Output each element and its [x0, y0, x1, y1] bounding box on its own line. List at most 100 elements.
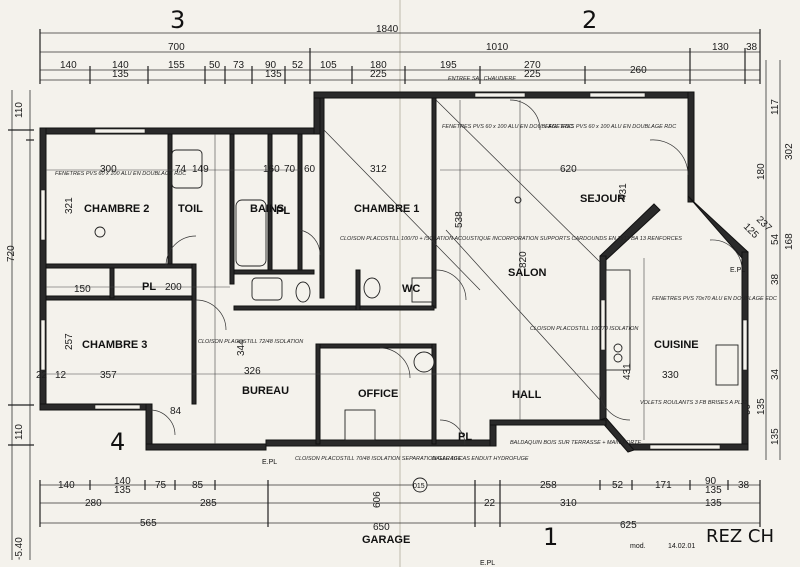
- dim-right-7: 38: [770, 273, 781, 285]
- idim-4: 70: [284, 164, 296, 175]
- dim-b1b-0: 135: [114, 485, 131, 496]
- interior-dimension-lines: [46, 100, 688, 444]
- dim-b2-0: 280: [85, 498, 102, 509]
- wc-sink-icon: [411, 277, 433, 303]
- dim-top-1: 700: [168, 42, 185, 53]
- kitchen-counter: [605, 269, 631, 371]
- dim-r2b-3: 225: [370, 69, 387, 80]
- dim-right-1: 180: [756, 163, 767, 180]
- mod-date: 14.02.01: [668, 543, 695, 550]
- room-pl3: PL: [458, 431, 472, 443]
- dim-r2-3: 50: [209, 60, 221, 71]
- note-cloison1: CLOISON PLACOSTILL 100/70 ISOLATION: [530, 326, 638, 332]
- note-fenetres3: FENETRES PVS 60 x 100 ALU EN DOUBLAGE RD…: [55, 171, 186, 177]
- note-code: 015: [413, 483, 425, 490]
- dim-b2-3: 310: [560, 498, 577, 509]
- outlet-icon: [94, 226, 106, 238]
- room-hall: HALL: [512, 389, 542, 401]
- dim-right-0: 117: [770, 99, 781, 115]
- note-cloison4: CLOISON PLACOSTILL 70/48 ISOLATION SEPAR…: [295, 456, 462, 462]
- dim-b3-0: 565: [140, 518, 157, 529]
- shower-icon: [171, 149, 203, 189]
- dim-right-11: 135: [770, 428, 781, 445]
- idim-3: 160: [263, 164, 280, 175]
- dim-b1-5: 52: [612, 480, 624, 491]
- dim-left-total: 720: [6, 245, 17, 262]
- mod-label: mod.: [630, 543, 646, 550]
- label-epl-3: E.PL: [730, 267, 745, 274]
- idim-33: 22: [36, 370, 48, 381]
- room-office: OFFICE: [358, 388, 398, 400]
- idim-5: 60: [304, 164, 316, 175]
- dim-b1b-1: 135: [705, 485, 722, 496]
- hob-icon: [613, 343, 623, 353]
- room-garage: GARAGE: [362, 534, 410, 546]
- dim-b1-1: 140: [114, 476, 131, 487]
- bottom-dimension-chain: 140 140 135 75 85 258 52 171 90 135 38 2…: [39, 476, 761, 533]
- construction-notes: ENTREE SAL CHAUDIERE FENETRES PVS 60 x 1…: [55, 76, 777, 490]
- manhole-icon: [412, 477, 428, 493]
- idim-24: 357: [100, 370, 117, 381]
- dim-b2-5: 625: [620, 520, 637, 531]
- idim-26: 12: [55, 370, 67, 381]
- door-swings: [149, 99, 743, 446]
- dim-right-6: 54: [770, 233, 781, 245]
- top-dimension-chain: 1840 700 1010 130 38 140 140 155 50 73 9…: [39, 24, 761, 84]
- dim-r2-10: 270: [524, 60, 541, 71]
- dim-b2-4: 135: [705, 498, 722, 509]
- idim-27: 84: [170, 406, 182, 417]
- dim-r2-1: 140: [112, 60, 129, 71]
- dim-left-3: 110: [14, 424, 25, 440]
- right-dimension-chain: 117 180 302 54 38 34 135 90 135 237 125 …: [741, 60, 795, 460]
- dim-r2b-4: 225: [524, 69, 541, 80]
- dim-right-8: 34: [770, 368, 781, 380]
- dim-r2-6: 52: [292, 60, 304, 71]
- light-point-icon: [514, 196, 522, 204]
- note-cloison2: CLOISON PLACOSTILL 72/48 ISOLATION: [198, 339, 303, 345]
- dim-b1-4: 258: [540, 480, 557, 491]
- dim-r2-0: 140: [60, 60, 77, 71]
- dim-r2-9: 195: [440, 60, 457, 71]
- dim-b1-6: 171: [655, 480, 672, 491]
- dim-b3-1: 650: [373, 522, 390, 533]
- idim-13: 820: [518, 251, 529, 268]
- dim-left-4: -5.40: [14, 537, 25, 560]
- room-chambre2: CHAMBRE 2: [84, 203, 149, 215]
- idim-28: 326: [244, 366, 261, 377]
- idim-1: 74: [175, 164, 187, 175]
- dim-r2-4: 73: [233, 60, 245, 71]
- room-chambre1: CHAMBRE 1: [354, 203, 419, 215]
- idim-25: 257: [64, 333, 75, 350]
- idim-11: 431: [618, 183, 629, 200]
- idim-14: 150: [74, 284, 91, 295]
- dim-b2-1: 285: [200, 498, 217, 509]
- dim-r2-11: 260: [630, 65, 647, 76]
- note-fenetres2: FENETRES PVS 60 x 100 ALU EN DOUBLAGE RD…: [545, 124, 676, 130]
- dim-r2-7: 105: [320, 60, 337, 71]
- interior-dimensions: 300 74 149 160 70 60 312 620 321 200 431…: [36, 164, 679, 417]
- note-cuisine: FENETRES PVS 70x70 ALU EN DOUBLAGE EDC: [652, 296, 777, 302]
- dim-r2b-1: 135: [265, 69, 282, 80]
- left-dimension-chain: 720 110 110 -5.40: [6, 90, 34, 560]
- room-toil: TOIL: [178, 203, 203, 215]
- idim-7: 620: [560, 164, 577, 175]
- sheet-number-2: 2: [582, 6, 597, 34]
- dim-b1-8: 38: [738, 480, 750, 491]
- dim-right-9: 135: [756, 398, 767, 415]
- note-entree: ENTREE SAL CHAUDIERE: [448, 76, 516, 82]
- dim-top-3: 130: [712, 42, 729, 53]
- room-sejour: SEJOUR: [580, 193, 625, 205]
- dim-b1-3: 85: [192, 480, 204, 491]
- sheet-number-1: 1: [543, 523, 558, 551]
- idim-2: 149: [192, 164, 209, 175]
- dim-b1-7: 90: [705, 476, 717, 487]
- toilet-icon: [295, 281, 311, 303]
- dim-top-2: 1010: [486, 42, 509, 53]
- dim-b3-2: 606: [372, 491, 383, 508]
- title-block: REZ CH mod. 14.02.01: [630, 526, 774, 550]
- sheet-number-4: 4: [110, 428, 125, 456]
- boiler-icon: [413, 351, 435, 373]
- dim-b1-2: 75: [155, 480, 167, 491]
- room-bureau: BUREAU: [242, 385, 289, 397]
